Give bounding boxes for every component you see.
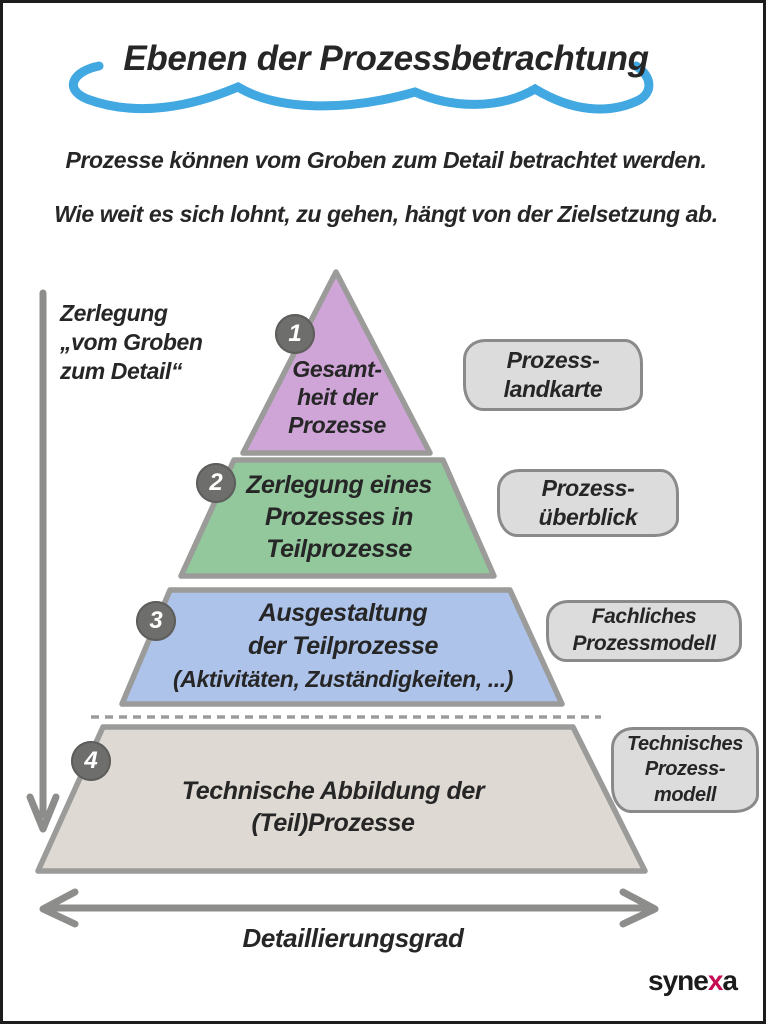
bubble-line: landkarte bbox=[503, 376, 603, 402]
vertical-arrow bbox=[26, 289, 60, 833]
level-3-number-badge: 3 bbox=[136, 601, 176, 641]
pyramid-level-4-shape bbox=[35, 724, 648, 874]
decomposition-label-line: Zerlegung bbox=[60, 300, 168, 326]
subtitle-line-2: Wie weit es sich lohnt, zu gehen, hängt … bbox=[54, 201, 718, 227]
level-text-line: Technische Abbildung der bbox=[181, 777, 485, 805]
page-title: Ebenen der Prozessbetrachtung bbox=[123, 39, 649, 78]
pyramid-level-1-shape bbox=[240, 269, 433, 456]
synexa-logo: synexa bbox=[648, 965, 738, 997]
diagram-canvas bbox=[26, 61, 659, 928]
level-text-line: heit der bbox=[297, 384, 377, 410]
level-text-line: Prozesses in bbox=[264, 503, 414, 531]
pyramid-level-2-text: Zerlegung eines Prozesses in Teilprozess… bbox=[189, 469, 489, 565]
bubble-prozessueberblick: Prozess- überblick bbox=[497, 469, 679, 537]
level-2-number-badge: 2 bbox=[196, 463, 236, 503]
logo-text-part: a bbox=[722, 965, 738, 996]
pyramid-level-3-text: Ausgestaltung der Teilprozesse (Aktivitä… bbox=[113, 597, 573, 696]
bubble-line: Prozess- bbox=[506, 346, 600, 373]
pyramid-level-4-text: Technische Abbildung der (Teil)Prozesse bbox=[93, 775, 573, 839]
detail-axis-label: Detaillierungsgrad bbox=[242, 923, 464, 953]
bubble-line: Prozessmodell bbox=[572, 632, 716, 655]
subtitle-line-1: Prozesse können vom Groben zum Detail be… bbox=[65, 147, 707, 173]
level-text-line: Zerlegung eines bbox=[246, 471, 432, 499]
logo-x-accent: x bbox=[707, 965, 724, 996]
level-text-line: (Aktivitäten, Zuständigkeiten, ...) bbox=[173, 666, 513, 692]
title-swoosh-underline bbox=[69, 61, 654, 114]
bubble-line: überblick bbox=[538, 504, 638, 530]
pyramid-level-1-text: Gesamt- heit der Prozesse bbox=[239, 355, 435, 439]
bubble-technisches-prozessmodell: Technisches Prozess- modell bbox=[611, 727, 759, 813]
level-text-line: Gesamt- bbox=[292, 356, 382, 382]
level-text-line: Prozesse bbox=[288, 412, 386, 438]
level-text-line: (Teil)Prozesse bbox=[251, 809, 415, 837]
bubble-line: Prozess- bbox=[644, 758, 726, 781]
bubble-fachliches-prozessmodell: Fachliches Prozessmodell bbox=[546, 600, 742, 662]
decomposition-label-line: zum Detail“ bbox=[60, 358, 183, 384]
bubble-line: modell bbox=[653, 783, 717, 806]
decomposition-arrow-label: Zerlegung „vom Groben zum Detail“ bbox=[60, 299, 203, 386]
pyramid-level-3-shape bbox=[119, 587, 565, 707]
level-text-line: der Teilprozesse bbox=[248, 632, 438, 660]
decomposition-label-line: „vom Groben bbox=[60, 329, 203, 355]
bubble-line: Fachliches bbox=[591, 605, 697, 629]
horizontal-axis-arrow bbox=[39, 888, 659, 928]
logo-text-part: syne bbox=[648, 965, 709, 996]
bubble-prozesslandkarte: Prozess- landkarte bbox=[463, 339, 643, 411]
level-text-line: Ausgestaltung bbox=[258, 599, 428, 627]
level-1-number-badge: 1 bbox=[275, 314, 315, 354]
pyramid-level-2-shape bbox=[178, 457, 497, 579]
bubble-line: Technisches bbox=[626, 732, 744, 755]
level-4-number-badge: 4 bbox=[71, 741, 111, 781]
level-text-line: Teilprozesse bbox=[266, 535, 412, 563]
bubble-line: Prozess- bbox=[541, 474, 635, 501]
